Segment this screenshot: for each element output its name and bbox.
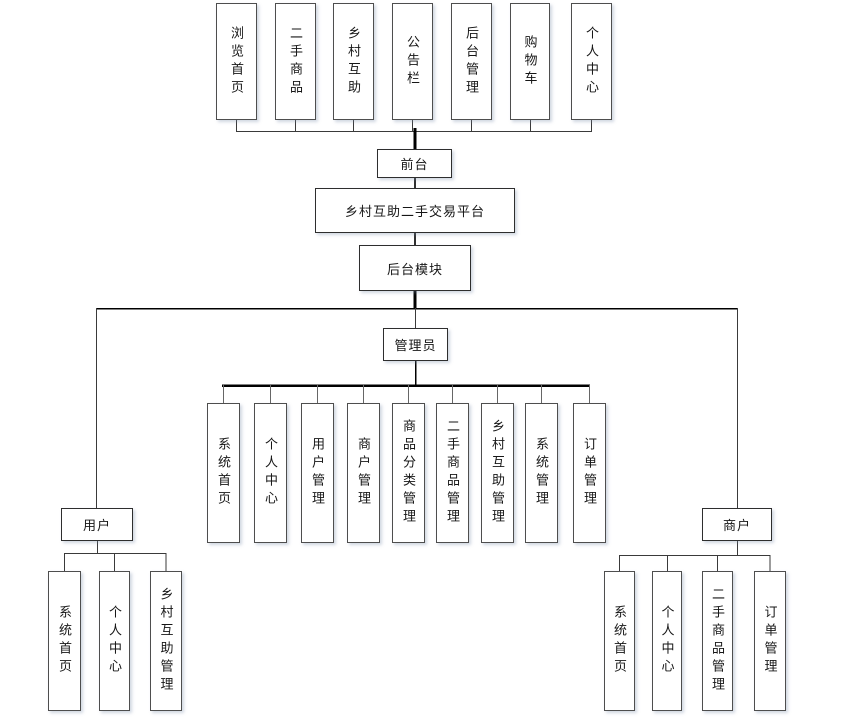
node-label: 个人中心 [659, 605, 675, 677]
node-label: 后台模块 [386, 261, 443, 277]
node-label: 商户 [722, 518, 751, 533]
node-label: 乡村互助 [346, 25, 361, 98]
node-label: 用户管理 [310, 437, 325, 509]
node-label: 订单管理 [582, 437, 597, 509]
node-label: 二手商品管理 [710, 587, 725, 695]
node-label: 个人中心 [107, 605, 122, 677]
node-merchant-system-home: 系统首页 [604, 571, 635, 711]
node-admin-rural-mutual-aid-management: 乡村互助管理 [481, 403, 514, 543]
node-admin-goods-category-management: 商品分类管理 [392, 403, 425, 543]
node-admin-order-management: 订单管理 [573, 403, 606, 543]
node-backend-management: 后台管理 [451, 3, 492, 120]
node-user-system-home: 系统首页 [48, 571, 81, 711]
node-front-desk: 前台 [377, 149, 452, 178]
node-admin-merchant-management: 商户管理 [347, 403, 380, 543]
node-user-personal-center: 个人中心 [99, 571, 130, 711]
node-label: 个人中心 [263, 437, 278, 509]
node-merchant-secondhand-goods-management: 二手商品管理 [702, 571, 733, 711]
node-label: 个人中心 [584, 25, 599, 98]
node-rural-mutual-aid: 乡村互助 [333, 3, 374, 120]
node-label: 二手商品 [288, 25, 303, 98]
node-backend-module: 后台模块 [359, 245, 471, 291]
node-admin-system-home: 系统首页 [207, 403, 240, 543]
node-merchant-order-management: 订单管理 [754, 571, 786, 711]
node-label: 乡村互助管理 [490, 419, 505, 527]
node-label: 商品分类管理 [401, 419, 416, 527]
node-personal-center: 个人中心 [571, 3, 612, 120]
node-label: 乡村互助二手交易平台 [344, 204, 485, 219]
node-browse-home: 浏览首页 [216, 3, 257, 120]
node-secondhand-goods: 二手商品 [275, 3, 316, 120]
node-admin-system-management: 系统管理 [525, 403, 558, 543]
node-label: 商户管理 [356, 437, 371, 509]
node-platform-root: 乡村互助二手交易平台 [315, 188, 515, 233]
node-shopping-cart: 购物车 [510, 3, 550, 120]
node-merchant-personal-center: 个人中心 [652, 571, 682, 711]
node-user: 用户 [61, 508, 133, 541]
node-admin-personal-center: 个人中心 [254, 403, 287, 543]
node-admin-secondhand-goods-management: 二手商品管理 [436, 403, 469, 543]
node-label: 系统管理 [534, 437, 549, 509]
node-admin: 管理员 [383, 328, 448, 361]
node-notice-board: 公告栏 [392, 3, 433, 120]
node-label: 浏览首页 [229, 25, 244, 98]
node-label: 二手商品管理 [445, 419, 460, 527]
node-label: 订单管理 [762, 605, 778, 677]
node-admin-user-management: 用户管理 [301, 403, 334, 543]
node-label: 系统首页 [216, 437, 231, 509]
node-label: 系统首页 [57, 605, 72, 677]
node-label: 管理员 [394, 338, 437, 353]
node-label: 公告栏 [405, 34, 420, 89]
node-label: 后台管理 [464, 25, 479, 98]
node-merchant: 商户 [702, 508, 772, 541]
node-label: 购物车 [522, 34, 538, 89]
node-user-rural-mutual-aid-management: 乡村互助管理 [150, 571, 182, 711]
node-label: 系统首页 [612, 605, 627, 677]
node-label: 乡村互助管理 [158, 587, 174, 695]
node-label: 前台 [400, 157, 429, 172]
node-label: 用户 [82, 518, 111, 533]
